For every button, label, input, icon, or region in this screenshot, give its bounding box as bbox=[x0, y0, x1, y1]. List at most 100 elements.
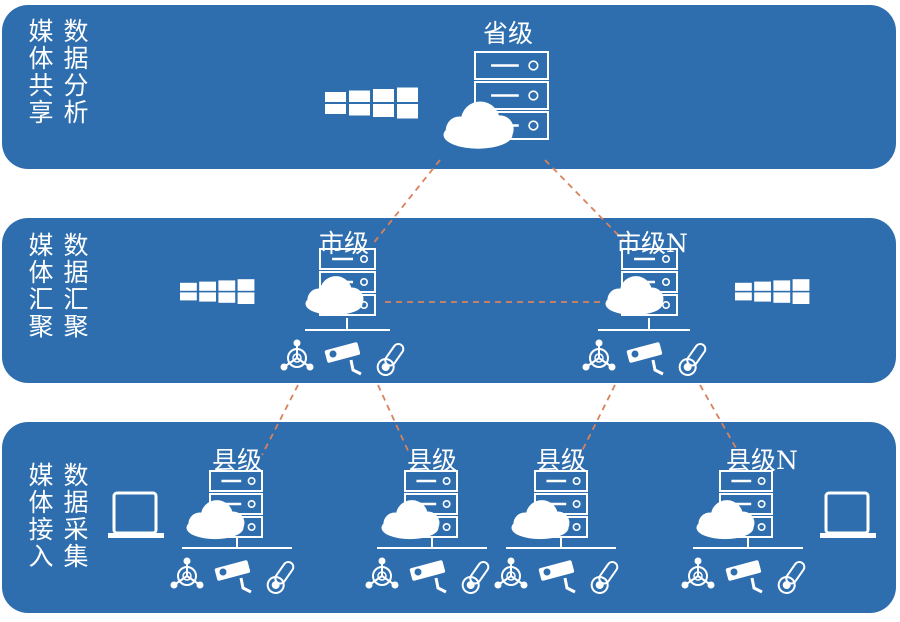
thermometer-icon bbox=[376, 342, 405, 377]
dashed-link bbox=[544, 159, 626, 243]
thermo-fill bbox=[782, 581, 791, 590]
cloud-part bbox=[307, 288, 331, 312]
tier-aggregate-panel bbox=[2, 218, 896, 383]
hub-node bbox=[608, 363, 616, 371]
node-label-city1: 市级 bbox=[318, 229, 370, 258]
camera-lens bbox=[543, 568, 551, 576]
hub-node bbox=[595, 339, 603, 347]
windows-pane bbox=[199, 281, 216, 291]
thermo-fill bbox=[271, 581, 280, 590]
server-led bbox=[757, 476, 766, 485]
thermo-fill bbox=[466, 581, 475, 590]
node-label-county1: 县级 bbox=[211, 446, 263, 475]
cloud-icon bbox=[511, 500, 570, 540]
camera-mount bbox=[349, 359, 362, 376]
windows-pane bbox=[792, 279, 810, 291]
windows-pane bbox=[180, 282, 197, 291]
laptop-screen bbox=[112, 491, 158, 535]
cloud-part bbox=[188, 512, 212, 536]
windows-logo-icon bbox=[735, 279, 810, 304]
camera-body bbox=[538, 560, 575, 581]
camera-body bbox=[725, 560, 762, 581]
hub-node bbox=[196, 581, 204, 589]
windows-pane bbox=[773, 292, 791, 303]
server-led bbox=[528, 60, 539, 71]
thermometer-icon bbox=[777, 560, 806, 595]
tier-share-label: 媒体共享 数据分析 bbox=[25, 18, 89, 126]
node-label-county3: 县级 bbox=[535, 446, 587, 475]
windows-pane bbox=[325, 104, 346, 114]
cloud-icon bbox=[605, 276, 664, 316]
laptop-icon bbox=[820, 491, 876, 538]
cloud-part bbox=[698, 512, 722, 536]
windows-pane bbox=[349, 90, 370, 102]
server-led bbox=[661, 255, 670, 264]
hub-node bbox=[494, 581, 502, 589]
windows-pane bbox=[754, 281, 771, 291]
hub-center bbox=[377, 571, 387, 581]
server-led bbox=[661, 277, 670, 286]
hub-center bbox=[693, 571, 703, 581]
hub-icon bbox=[681, 557, 715, 589]
sensor-group bbox=[170, 557, 295, 595]
camera-mount bbox=[651, 359, 664, 376]
hub-node bbox=[391, 581, 399, 589]
camera-mount bbox=[750, 577, 763, 594]
thermo-fill bbox=[683, 363, 692, 372]
windows-pane bbox=[754, 292, 771, 302]
dashed-link bbox=[371, 159, 441, 246]
server-led bbox=[247, 476, 256, 485]
hub-node bbox=[170, 581, 178, 589]
server-led bbox=[247, 499, 256, 508]
cloud-part bbox=[640, 287, 664, 311]
server-led bbox=[757, 522, 766, 531]
sensor-group bbox=[365, 557, 490, 595]
windows-pane bbox=[397, 87, 418, 102]
hub-icon bbox=[170, 557, 204, 589]
cloud-icon bbox=[443, 101, 514, 149]
camera-icon bbox=[324, 342, 362, 376]
hub-center bbox=[292, 353, 302, 363]
windows-pane bbox=[237, 279, 255, 291]
hub-center bbox=[182, 571, 192, 581]
cloud-part bbox=[383, 512, 407, 536]
thermo-bulb bbox=[590, 576, 609, 595]
cloud-part bbox=[731, 511, 755, 535]
thermo-bulb bbox=[461, 576, 480, 595]
windows-pane bbox=[218, 292, 236, 303]
camera-body bbox=[409, 560, 446, 581]
camera-icon bbox=[725, 560, 763, 594]
hub-icon bbox=[280, 339, 314, 371]
windows-pane bbox=[773, 280, 791, 291]
hub-node bbox=[681, 581, 689, 589]
thermometer-icon bbox=[461, 560, 490, 595]
windows-pane bbox=[180, 292, 197, 301]
server-led bbox=[661, 300, 670, 309]
cloud-icon bbox=[381, 500, 440, 540]
thermo-bulb bbox=[678, 358, 697, 377]
camera-body bbox=[214, 560, 251, 581]
node-label-province: 省级 bbox=[482, 19, 534, 48]
hub-center bbox=[506, 571, 516, 581]
tier-collect-label-right: 数据采集 bbox=[60, 462, 89, 570]
server-led bbox=[442, 499, 451, 508]
thermo-fill bbox=[595, 581, 604, 590]
server-led bbox=[528, 90, 539, 101]
server-led bbox=[359, 277, 368, 286]
windows-pane bbox=[218, 280, 236, 291]
hub-icon bbox=[365, 557, 399, 589]
thermo-bulb bbox=[266, 576, 285, 595]
server-led bbox=[572, 522, 581, 531]
server-led bbox=[572, 499, 581, 508]
camera-icon bbox=[538, 560, 576, 594]
tier-share-label-left: 媒体共享 bbox=[25, 18, 54, 126]
camera-icon bbox=[409, 560, 447, 594]
sensor-group bbox=[280, 339, 405, 377]
camera-lens bbox=[414, 568, 422, 576]
windows-pane bbox=[735, 292, 752, 301]
dashed-link bbox=[579, 384, 616, 456]
laptop-base bbox=[108, 533, 164, 538]
hub-node bbox=[694, 557, 702, 565]
cloud-part bbox=[416, 511, 440, 535]
